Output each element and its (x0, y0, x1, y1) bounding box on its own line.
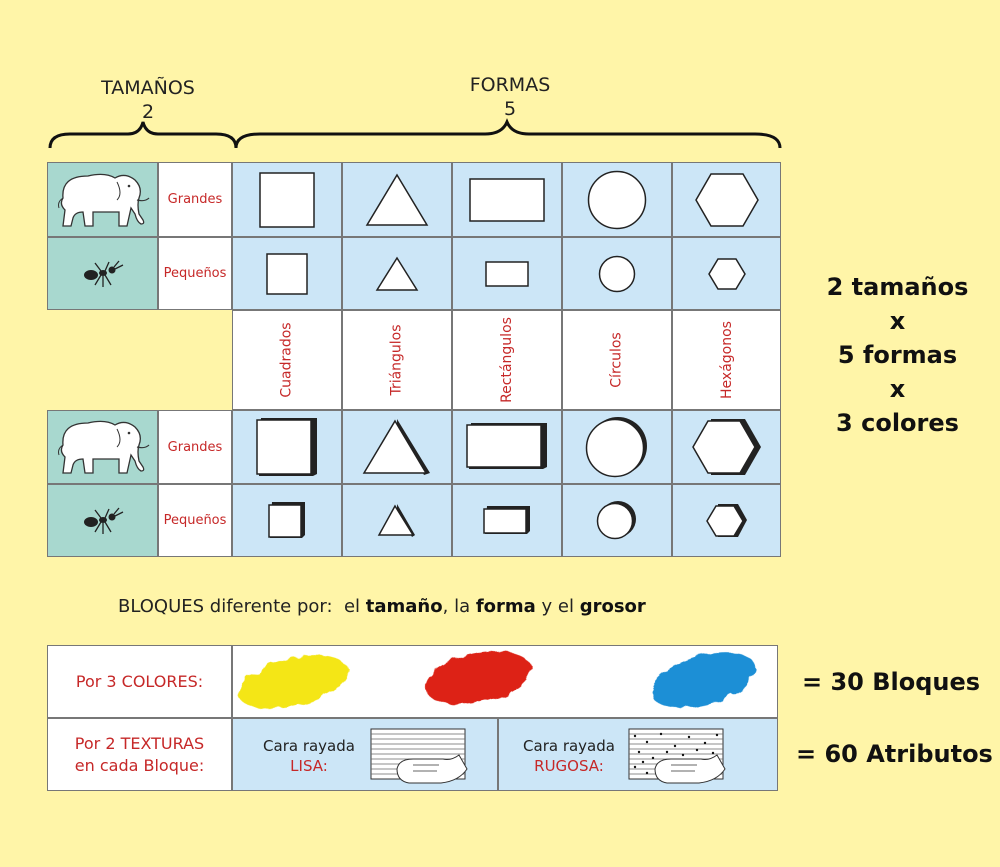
shape-cell (342, 484, 452, 557)
shape-cell (672, 484, 781, 557)
ant-icon (83, 507, 123, 534)
rectangle-small-3d-icon (483, 505, 530, 534)
rectangle-large-3d-icon (466, 423, 547, 469)
hexagon-small-icon (707, 257, 746, 290)
textures-result: = 60 Atributos (796, 740, 993, 768)
word-shape: forma (475, 596, 536, 617)
rectangle-small-icon (485, 260, 529, 287)
shape-cell (452, 237, 562, 310)
paint-swatch-svg (238, 651, 756, 709)
rough-texture-icon (628, 728, 726, 784)
yellow-paint-swatch (238, 655, 348, 709)
rectangle-large-icon (469, 177, 545, 222)
rough-caption: Cara rayada RUGOSA: (523, 737, 615, 775)
word-thickness: grosor (579, 596, 646, 617)
shape-name-rectangles: Rectángulos (452, 310, 562, 410)
elephant-icon (57, 420, 149, 474)
formula-times-1: x (889, 307, 906, 335)
red-paint-swatch (424, 651, 532, 705)
colors-label: Por 3 COLORES: (47, 645, 232, 718)
textures-label-line2: en cada Bloque: (74, 755, 205, 775)
bloques-description: BLOQUES diferente por: el tamaño, la for… (118, 596, 646, 617)
shape-cell (342, 237, 452, 310)
colors-result: = 30 Bloques (802, 668, 981, 696)
word-size: tamaño (365, 596, 443, 617)
shape-cell (232, 237, 342, 310)
elephant-icon (57, 173, 149, 227)
blue-paint-swatch (650, 652, 756, 708)
shapes-header: FORMAS 5 (440, 73, 580, 121)
shape-name-squares: Cuadrados (232, 310, 342, 410)
texture-smooth-cell: Cara rayada LISA: (232, 718, 498, 791)
formula-shapes: 5 formas (837, 341, 958, 369)
shape-cell (562, 162, 672, 237)
label-small-bottom: Pequeños (158, 484, 232, 557)
smooth-caption: Cara rayada LISA: (263, 737, 355, 775)
square-large-3d-icon (256, 418, 317, 476)
shape-cell (342, 410, 452, 484)
triangle-small-3d-icon (377, 503, 415, 537)
square-small-icon (266, 252, 308, 295)
ant-icon (83, 260, 123, 287)
elephant-cell (47, 410, 158, 484)
shape-cell (562, 410, 672, 484)
formula-colors: 3 colores (836, 409, 959, 437)
shape-cell (562, 484, 672, 557)
shape-cell (232, 162, 342, 237)
sizes-brace (48, 121, 238, 149)
shape-cell (232, 484, 342, 557)
formula-times-2: x (889, 375, 906, 403)
label-large-top: Grandes (158, 162, 232, 237)
label-large-bottom: Grandes (158, 410, 232, 484)
shape-cell (452, 162, 562, 237)
ant-cell (47, 484, 158, 557)
shape-cell (452, 484, 562, 557)
hexagon-small-3d-icon (705, 503, 747, 537)
smooth-texture-icon (370, 728, 468, 784)
sizes-title: TAMAÑOS (101, 77, 195, 99)
shape-cell (342, 162, 452, 237)
texture-rough-cell: Cara rayada RUGOSA: (498, 718, 778, 791)
shapes-count: 5 (503, 98, 517, 120)
paint-swatches (232, 645, 778, 718)
shape-cell (672, 410, 781, 484)
ant-cell (47, 237, 158, 310)
circle-large-icon (587, 170, 647, 229)
hexagon-large-3d-icon (691, 419, 761, 475)
hexagon-large-icon (694, 172, 759, 227)
square-large-icon (259, 171, 315, 228)
formula-sizes: 2 tamaños (826, 273, 969, 301)
shape-name-circles: Círculos (562, 310, 672, 410)
shapes-brace (234, 118, 782, 149)
shape-cell (562, 237, 672, 310)
textures-label: Por 2 TEXTURAS en cada Bloque: (47, 718, 232, 791)
circle-large-3d-icon (585, 417, 647, 478)
shape-cell (672, 237, 781, 310)
circle-small-3d-icon (596, 500, 636, 539)
triangle-large-3d-icon (362, 419, 430, 475)
formula: 2 tamaños x 5 formas x 3 colores (800, 270, 995, 440)
label-small-top: Pequeños (158, 237, 232, 310)
shape-name-hexagons: Hexágonos (672, 310, 781, 410)
circle-small-icon (598, 255, 636, 292)
sizes-header: TAMAÑOS 2 (88, 76, 208, 124)
shapes-title: FORMAS (469, 74, 551, 96)
triangle-small-icon (375, 256, 419, 291)
square-small-3d-icon (268, 501, 305, 538)
sizes-count: 2 (141, 101, 155, 123)
shape-cell (232, 410, 342, 484)
textures-label-line1: Por 2 TEXTURAS (74, 733, 205, 753)
triangle-large-icon (365, 173, 429, 226)
elephant-cell (47, 162, 158, 237)
header-braces (48, 118, 782, 149)
shape-cell (672, 162, 781, 237)
shape-name-triangles: Triángulos (342, 310, 452, 410)
shape-cell (452, 410, 562, 484)
